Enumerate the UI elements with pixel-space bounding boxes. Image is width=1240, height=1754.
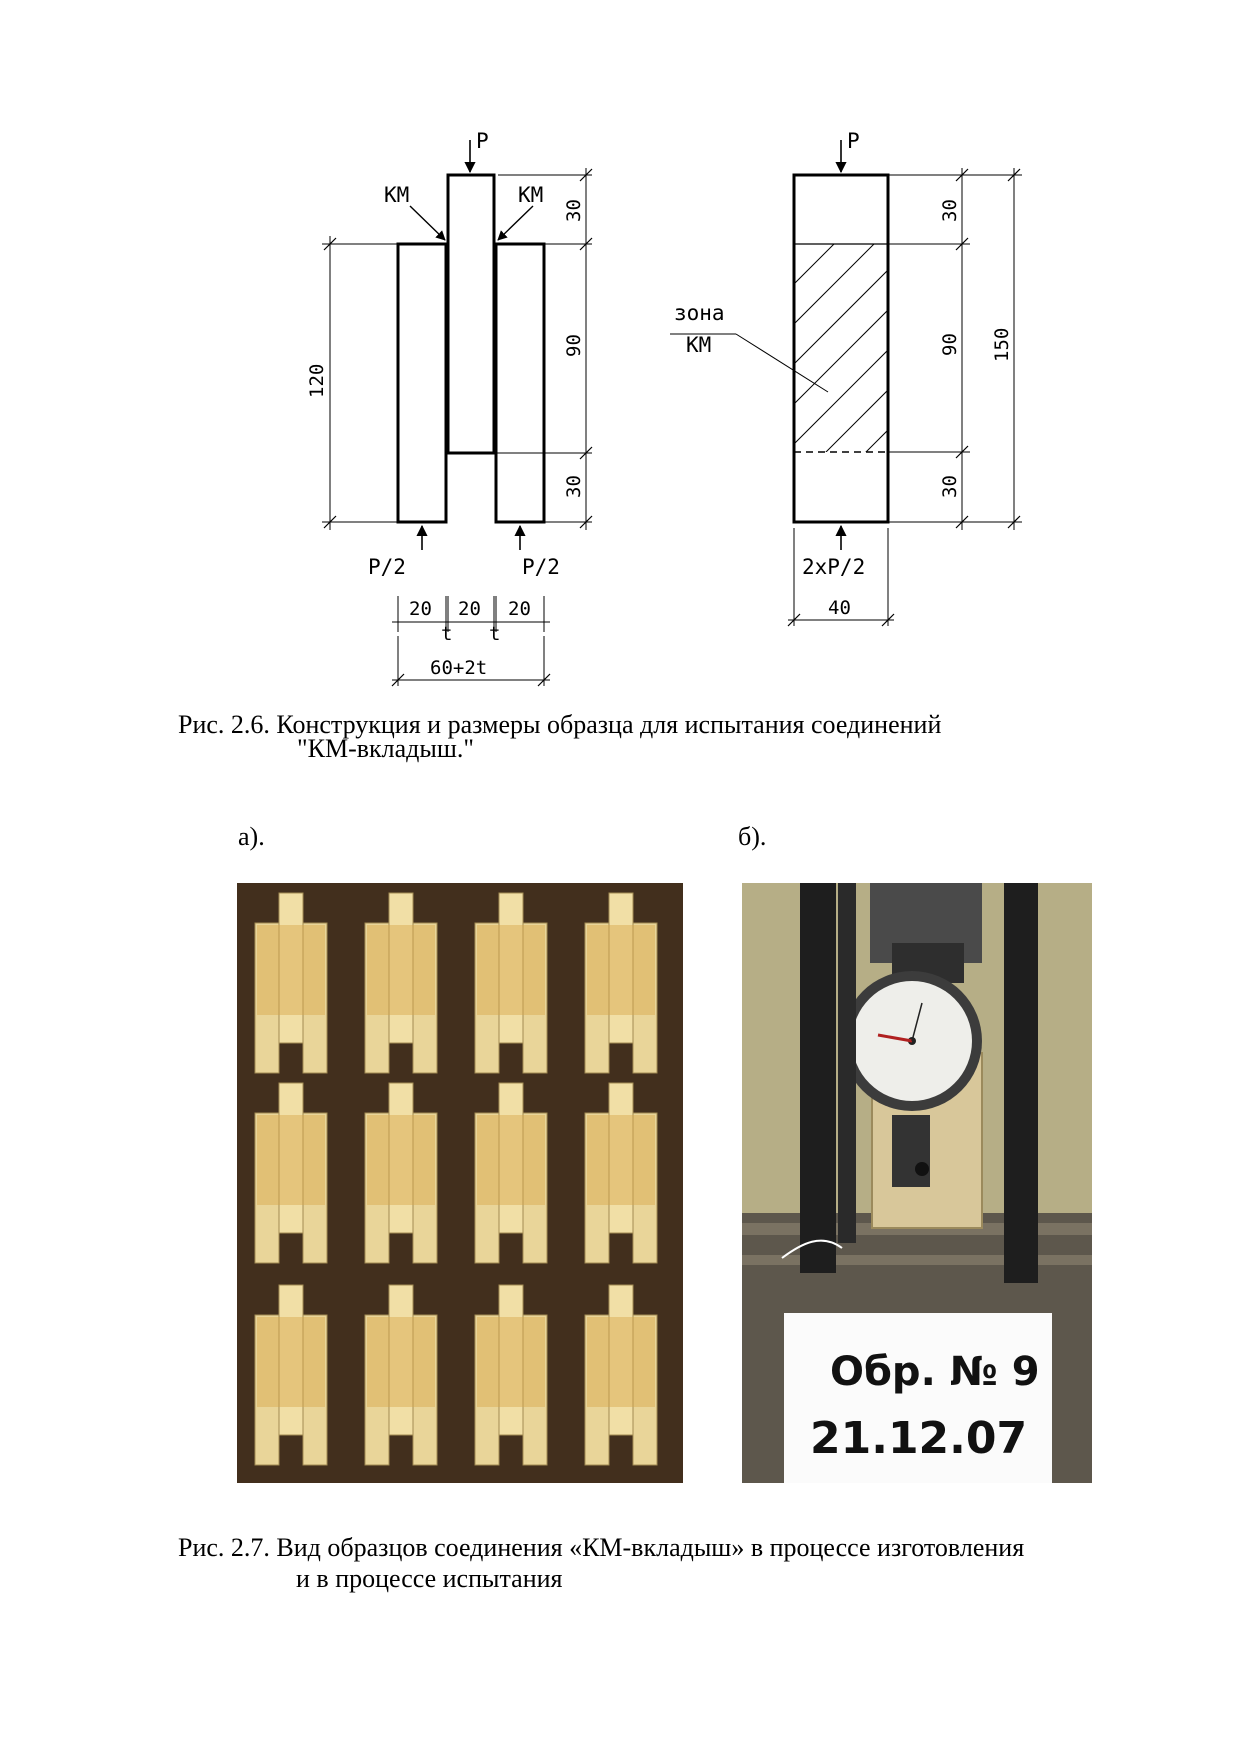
specimen-photo <box>474 1284 548 1466</box>
dim-width-right: 40 <box>828 597 851 619</box>
specimen-photo <box>584 1284 658 1466</box>
specimen-photo <box>254 1082 328 1264</box>
specimen-photo <box>364 1284 438 1466</box>
glued-specimen-block <box>792 173 890 524</box>
specimen-photo <box>474 1082 548 1264</box>
photo-specimens <box>237 883 683 1483</box>
dim-top-right: 30 <box>939 199 961 222</box>
right-drawing-labels: P зона КМ 30 90 30 150 2xP/2 40 <box>674 129 1013 619</box>
right-specimen-drawing <box>670 140 1022 627</box>
photo-a-label: а). <box>238 822 265 851</box>
dim-width-1: 20 <box>409 598 432 620</box>
dim-total-height: 150 <box>991 328 1013 362</box>
dim-bottom-left: 30 <box>563 475 585 498</box>
dim-total-width: 60+2t <box>430 657 487 679</box>
dim-width-3: 20 <box>508 598 531 620</box>
label-zone-line2: КМ <box>686 333 711 357</box>
right-side-block <box>494 242 546 524</box>
photo-testing-machine-image: Обр. № 9 21.12.07 <box>742 883 1092 1483</box>
dim-bottom-right: 30 <box>939 475 961 498</box>
specimen-photo <box>254 1284 328 1466</box>
label-km-left: КМ <box>384 183 409 207</box>
label-load-bottom-combined: 2xP/2 <box>802 555 865 579</box>
dim-top-left: 30 <box>563 199 585 222</box>
specimen-set <box>254 892 658 1466</box>
label-load-top-left: P <box>476 129 489 153</box>
dim-middle-right: 90 <box>939 333 961 356</box>
specimen-photo <box>584 1082 658 1264</box>
figure-2-6-caption-line2: "КМ-вкладыш." <box>297 734 474 763</box>
figure-2-6-caption-line1: Рис. 2.6. Конструкция и размеры образца … <box>178 710 942 739</box>
photo-testing-machine: Обр. № 9 21.12.07 <box>742 883 1092 1483</box>
specimen-photo <box>364 1082 438 1264</box>
specimen-photo <box>584 892 658 1074</box>
label-load-bottom-right: P/2 <box>522 555 560 579</box>
specimen-photo <box>254 892 328 1074</box>
label-zone-line1: зона <box>674 301 725 325</box>
center-insert-block <box>446 173 496 455</box>
label-load-bottom-left: P/2 <box>368 555 406 579</box>
gap-label-2: t <box>489 623 500 645</box>
figure-2-7-caption-line1: Рис. 2.7. Вид образцов соединения «КМ-вк… <box>178 1533 1025 1562</box>
gap-label-1: t <box>441 623 452 645</box>
left-drawing-labels: P КМ КМ P/2 P/2 120 30 90 30 20 20 20 t … <box>306 129 585 679</box>
photo-specimens-image <box>237 883 683 1483</box>
left-specimen-drawing <box>322 140 593 687</box>
sample-sign <box>784 1313 1052 1483</box>
figure-2-7-caption-line2: и в процессе испытания <box>296 1564 563 1593</box>
photo-b-label: б). <box>738 822 767 851</box>
specimen-photo <box>474 892 548 1074</box>
dim-middle-left: 90 <box>563 334 585 357</box>
left-side-block <box>396 242 448 524</box>
label-load-top-right: P <box>847 129 860 153</box>
sign-sample-number: Обр. № 9 <box>830 1349 1040 1395</box>
specimen-photo <box>364 892 438 1074</box>
sign-date: 21.12.07 <box>810 1413 1027 1464</box>
dim-width-2: 20 <box>458 598 481 620</box>
label-km-right: КМ <box>518 183 543 207</box>
dim-height-total: 120 <box>306 364 328 398</box>
